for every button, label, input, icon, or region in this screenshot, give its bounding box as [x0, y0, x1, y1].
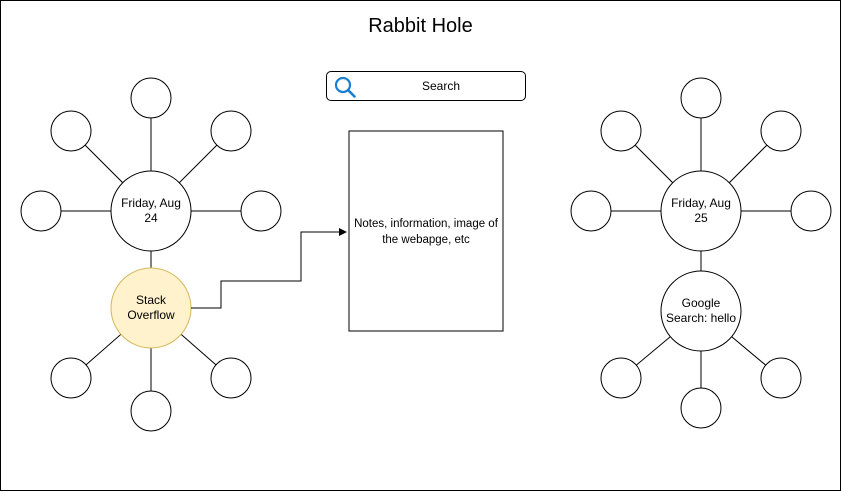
satellite-node[interactable]	[680, 387, 722, 429]
satellite-node[interactable]	[570, 190, 612, 232]
satellite-node[interactable]	[790, 190, 832, 232]
satellite-node[interactable]	[130, 77, 172, 119]
satellite-node[interactable]	[240, 190, 282, 232]
satellite-node[interactable]	[760, 110, 802, 152]
search-icon	[334, 76, 356, 98]
hub-node-right[interactable]	[660, 170, 742, 252]
search-label: Search	[421, 79, 461, 93]
page-title: Rabbit Hole	[368, 15, 473, 37]
notes-text: Notes, information, image of the webapge…	[354, 218, 498, 246]
satellite-node[interactable]	[50, 357, 92, 399]
satellite-node[interactable]	[760, 357, 802, 399]
right-cluster	[570, 77, 832, 429]
satellite-node[interactable]	[210, 110, 252, 152]
satellite-node[interactable]	[600, 110, 642, 152]
satellite-node[interactable]	[210, 357, 252, 399]
search-bar[interactable]: Search	[326, 71, 526, 101]
notes-box[interactable]	[348, 130, 504, 332]
satellite-node[interactable]	[20, 190, 62, 232]
satellite-node[interactable]	[50, 110, 92, 152]
hub-node-left[interactable]	[110, 170, 192, 252]
child-node-right[interactable]	[660, 270, 742, 352]
satellite-node[interactable]	[130, 390, 172, 432]
child-node-left[interactable]	[110, 267, 192, 349]
left-cluster	[20, 77, 282, 432]
satellite-node[interactable]	[680, 77, 722, 119]
connector-arrow	[191, 228, 347, 309]
satellite-node[interactable]	[600, 357, 642, 399]
